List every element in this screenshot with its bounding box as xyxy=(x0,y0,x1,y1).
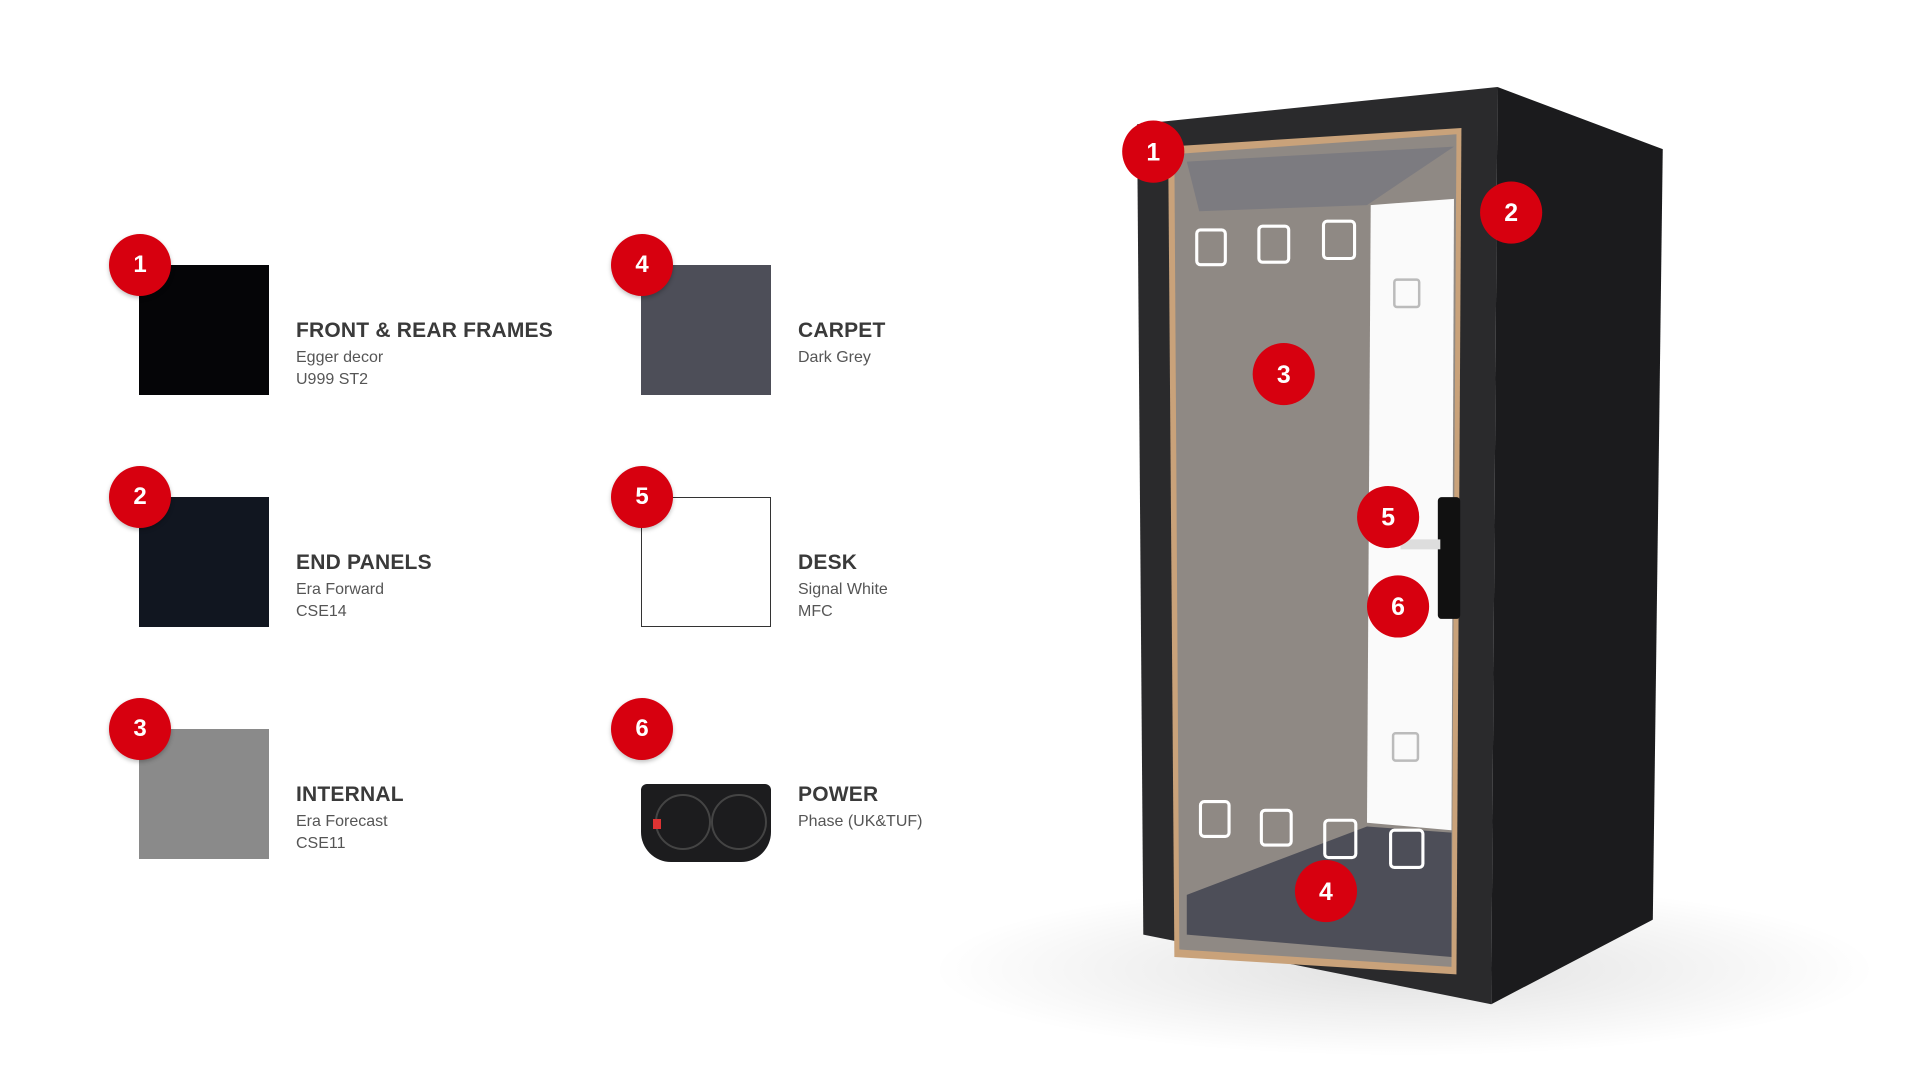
booth-marker xyxy=(1357,485,1420,549)
booth-marker xyxy=(1252,343,1315,406)
item-title: POWER xyxy=(798,783,879,806)
number-badge: 5 xyxy=(611,466,673,528)
legend-item: 4 CARPET Dark Grey xyxy=(611,234,1311,404)
booth-marker-label: 1 xyxy=(1146,139,1160,166)
booth-marker-label: 4 xyxy=(1319,879,1333,906)
item-code: MFC xyxy=(798,603,833,620)
power-socket-image xyxy=(641,784,771,862)
item-code: CSE14 xyxy=(296,603,347,620)
item-title: INTERNAL xyxy=(296,783,404,806)
number-badge: 2 xyxy=(109,466,171,528)
item-detail: Era Forward xyxy=(296,581,385,598)
booth-marker-label: 5 xyxy=(1381,505,1395,532)
item-detail: Dark Grey xyxy=(798,349,871,366)
item-title: CARPET xyxy=(798,319,886,342)
number-badge: 4 xyxy=(611,234,673,296)
item-title: END PANELS xyxy=(296,551,432,574)
desk xyxy=(1400,539,1441,550)
ceiling xyxy=(1186,146,1454,212)
booth-marker-label: 2 xyxy=(1504,200,1518,227)
legend-item: 1 FRONT & REAR FRAMES Egger decor U999 S… xyxy=(109,234,809,404)
item-title: DESK xyxy=(798,551,858,574)
legend-item: 6 POWER Phase (UK&TUF) xyxy=(611,698,1311,868)
end-panel xyxy=(1491,86,1663,1005)
item-code: CSE11 xyxy=(296,835,346,852)
item-detail: Phase (UK&TUF) xyxy=(798,813,923,830)
booth-marker xyxy=(1122,120,1185,183)
item-detail: Egger decor xyxy=(296,349,384,366)
booth-marker xyxy=(1480,181,1543,244)
number-badge: 6 xyxy=(611,698,673,760)
legend-item: 2 END PANELS Era Forward CSE14 xyxy=(109,466,809,636)
door-handle xyxy=(1437,497,1461,619)
number-badge: 3 xyxy=(109,698,171,760)
booth-marker xyxy=(1294,860,1358,923)
item-title: FRONT & REAR FRAMES xyxy=(296,319,553,342)
legend-item: 3 INTERNAL Era Forecast CSE11 xyxy=(109,698,809,868)
item-code: U999 ST2 xyxy=(296,371,369,388)
legend-item: 5 DESK Signal White MFC xyxy=(611,466,1311,636)
booth-marker-label: 6 xyxy=(1391,594,1405,621)
item-detail: Signal White xyxy=(798,581,888,598)
light-squares xyxy=(1195,219,1425,870)
item-detail: Era Forecast xyxy=(296,813,388,830)
booth-marker-label: 3 xyxy=(1277,362,1291,389)
booth-marker xyxy=(1366,575,1430,638)
number-badge: 1 xyxy=(109,234,171,296)
